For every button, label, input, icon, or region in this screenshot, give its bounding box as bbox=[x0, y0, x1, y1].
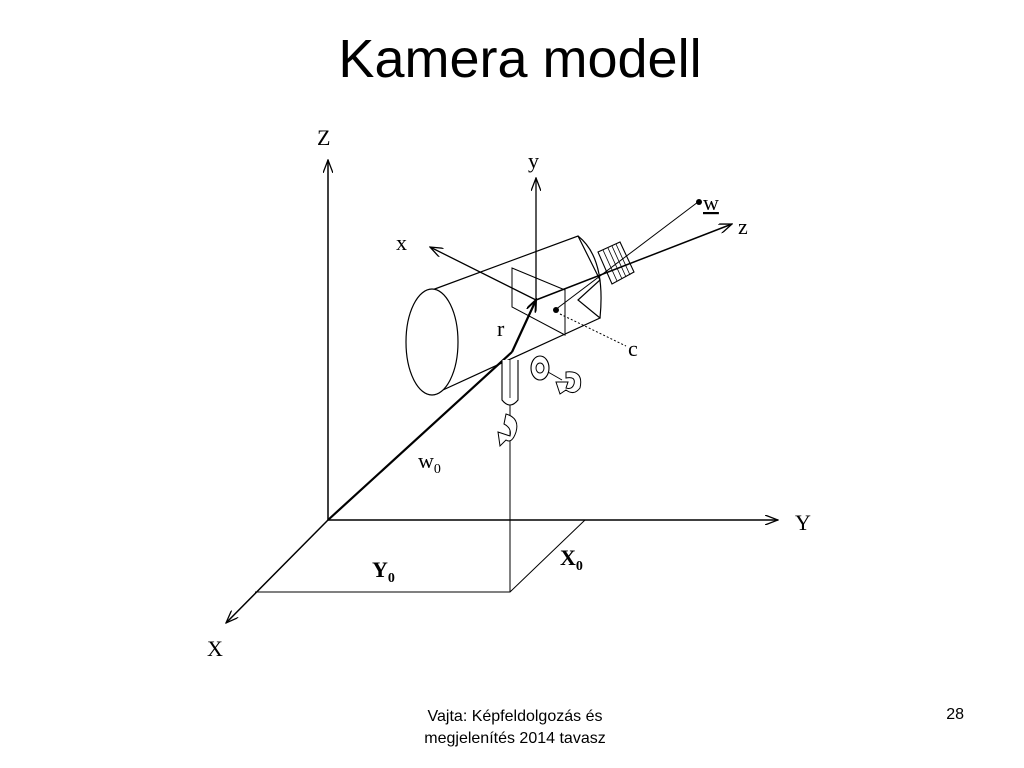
slide-title: Kamera modell bbox=[338, 29, 702, 89]
point-w-label: w bbox=[703, 190, 719, 215]
tilt-rotation-icon bbox=[555, 371, 582, 395]
camera-x-axis bbox=[430, 247, 537, 301]
page-number: 28 bbox=[946, 706, 964, 723]
world-z-label: Z bbox=[317, 125, 330, 150]
camera-model-diagram: Z Y X y x z w r c w0 Y0 X0 bbox=[207, 125, 811, 661]
camera-mount bbox=[501, 355, 563, 406]
camera-body bbox=[405, 235, 602, 396]
vector-w0-label: w0 bbox=[418, 448, 441, 477]
ground-projection bbox=[255, 519, 586, 593]
vector-w0 bbox=[327, 351, 513, 521]
footer-line-2: megjelenítés 2014 tavasz bbox=[424, 730, 606, 747]
image-plane bbox=[511, 267, 566, 336]
vector-r bbox=[511, 300, 536, 353]
camera-z-label: z bbox=[738, 214, 748, 239]
point-c-label: c bbox=[628, 336, 638, 361]
camera-z-axis bbox=[535, 223, 732, 301]
camera-y-label: y bbox=[528, 148, 539, 173]
world-x-axis bbox=[226, 519, 329, 623]
camera-x-label: x bbox=[396, 230, 407, 255]
projection-ray bbox=[554, 201, 699, 311]
vector-r-label: r bbox=[497, 316, 505, 341]
footer-line-1: Vajta: Képfeldolgozás és bbox=[427, 708, 603, 725]
point-w bbox=[696, 199, 702, 205]
x0-label: X0 bbox=[560, 545, 583, 574]
world-x-label: X bbox=[207, 636, 223, 661]
c-leader-line bbox=[559, 313, 627, 347]
y0-label: Y0 bbox=[372, 557, 395, 586]
world-y-label: Y bbox=[795, 510, 811, 535]
camera-lens bbox=[597, 241, 635, 285]
slide-footer: Vajta: Képfeldolgozás és megjelenítés 20… bbox=[385, 706, 645, 750]
pan-rotation-icon bbox=[497, 413, 518, 448]
point-c bbox=[553, 307, 559, 313]
